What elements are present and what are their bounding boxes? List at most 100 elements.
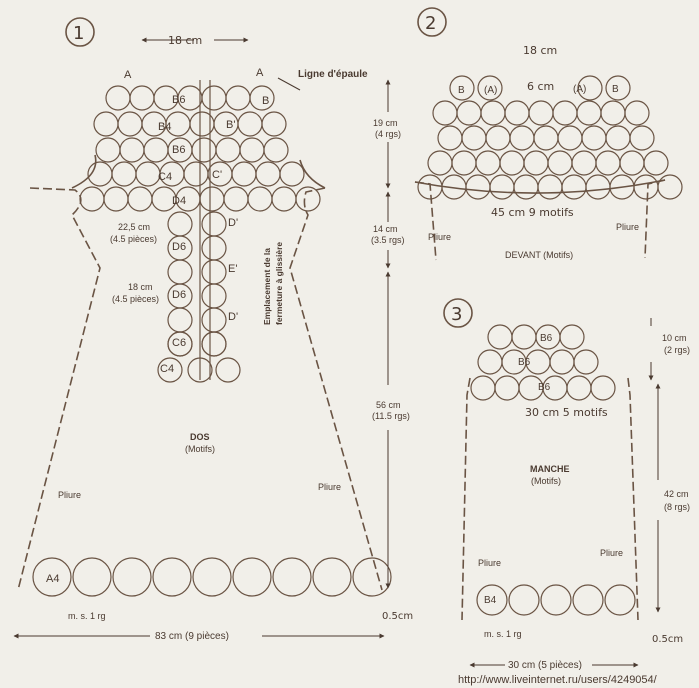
back-motif-circle [201, 283, 227, 309]
front-motif-circle [595, 150, 621, 176]
front-motif-circle [557, 125, 583, 151]
front-motif-circle [619, 150, 645, 176]
dim-10-rows: (2 rgs) [664, 345, 690, 355]
motif-d4: D4 [172, 195, 186, 207]
width-225-label: 22,5 cm [118, 222, 150, 232]
motif-c6: C6 [172, 337, 186, 349]
dim-56-rows: (11.5 rgs) [372, 411, 410, 421]
back-left-outline [17, 187, 101, 591]
figure-2-front [414, 7, 666, 261]
sleeve-edge-size: 0.5cm [652, 634, 683, 645]
motif-d-prime-1: D' [228, 217, 238, 229]
figure-1-number-circle [65, 17, 95, 47]
figure-2-number: 2 [425, 13, 436, 34]
back-motif-circle [295, 186, 321, 212]
front-motif-circle [509, 125, 535, 151]
sleeve-motif-circle [511, 324, 537, 350]
front-motif-circle [552, 100, 578, 126]
front-motif-circle [499, 150, 525, 176]
front-motif-circle [633, 174, 659, 200]
motif-d6-1: D6 [172, 241, 186, 253]
front-bottom-width-label: 45 cm 9 motifs [491, 206, 574, 219]
sleeve-motif-circle [470, 375, 496, 401]
sleeve-hem-circle [540, 584, 572, 616]
back-hem-circle [112, 557, 152, 597]
front-motif-circle [523, 150, 549, 176]
motif-circles [32, 75, 683, 616]
back-hem-circle [272, 557, 312, 597]
motif-c-prime: C' [212, 169, 222, 181]
dim-56-label: 56 cm [376, 400, 401, 410]
back-motif-circle [167, 307, 193, 333]
front-motif-circle [461, 125, 487, 151]
back-fold-right: Pliure [318, 482, 341, 492]
back-motif-circle [105, 85, 131, 111]
back-hem-circle [232, 557, 272, 597]
back-motif-circle [167, 211, 193, 237]
front-motif-circle [475, 150, 501, 176]
back-fold-left: Pliure [58, 490, 81, 500]
back-motif-circle [129, 85, 155, 111]
figure-3-sleeve [443, 298, 639, 621]
sleeve-motif-circle [590, 375, 616, 401]
shoulder-leader [277, 77, 301, 91]
dim-19-rows: (4 rgs) [375, 129, 401, 139]
front-motif-circle [585, 174, 611, 200]
figure-2-number-circle [417, 7, 447, 37]
motif-b-right: B [262, 95, 269, 107]
front-motif-circle [427, 150, 453, 176]
back-right-outline [289, 187, 383, 591]
back-piece-sub: (Motifs) [185, 444, 215, 454]
front-motif-circle [561, 174, 587, 200]
figure-1-back [17, 17, 383, 591]
front-top-width-label: 18 cm [523, 44, 557, 57]
front-motif-circle [477, 75, 503, 101]
motif-a4: A4 [46, 573, 59, 585]
back-motif-circle [143, 137, 169, 163]
front-motif-circle [528, 100, 554, 126]
sleeve-motif-circle [477, 349, 503, 375]
back-motif-circle [237, 111, 263, 137]
front-motif-circle [581, 125, 607, 151]
back-motif-circle [183, 161, 209, 187]
width-18-pieces: (4.5 pièces) [112, 294, 159, 304]
back-motif-circle [263, 137, 289, 163]
front-motif-circle [432, 100, 458, 126]
back-hem-circle [32, 557, 72, 597]
front-fold-left: Pliure [428, 232, 451, 242]
front-motif-circle [577, 75, 603, 101]
sleeve-bottom-width: 30 cm (5 pièces) [508, 660, 582, 671]
back-motif-circle [111, 161, 137, 187]
motif-c4-upper: C4 [158, 171, 172, 183]
watermark-url: http://www.liveinternet.ru/users/4249054… [458, 674, 658, 686]
front-motif-circle [600, 100, 626, 126]
back-motif-circle [271, 186, 297, 212]
sleeve-motif-circle [566, 375, 592, 401]
back-motif-circle [167, 331, 193, 357]
front-motif-circle [643, 150, 669, 176]
front-motif-circle [537, 174, 563, 200]
dim-10-label: 10 cm [662, 333, 687, 343]
sleeve-hem-circle [604, 584, 636, 616]
figure-3-number-circle [443, 298, 473, 328]
back-motif-circle [201, 331, 227, 357]
dim-14-label: 14 cm [373, 224, 398, 234]
sleeve-motif-circle [559, 324, 585, 350]
front-motif-circle [480, 100, 506, 126]
sleeve-motif-labels: B6 B6 B6 B4 [484, 333, 553, 606]
sleeve-motif-circle [487, 324, 513, 350]
front-piece-name: DEVANT (Motifs) [505, 250, 573, 260]
front-motif-a-right: (A) [573, 84, 586, 95]
front-motif-circle [533, 125, 559, 151]
dimension-lines [13, 37, 661, 668]
back-motif-circle [231, 161, 257, 187]
sleeve-edge-label: m. s. 1 rg [484, 629, 522, 639]
front-right-outline [644, 179, 666, 259]
front-motif-circle [571, 150, 597, 176]
back-piece-name: DOS [190, 432, 210, 442]
back-motif-circle [135, 161, 161, 187]
sleeve-hem-circle [476, 584, 508, 616]
front-bottom-curve [414, 179, 666, 194]
